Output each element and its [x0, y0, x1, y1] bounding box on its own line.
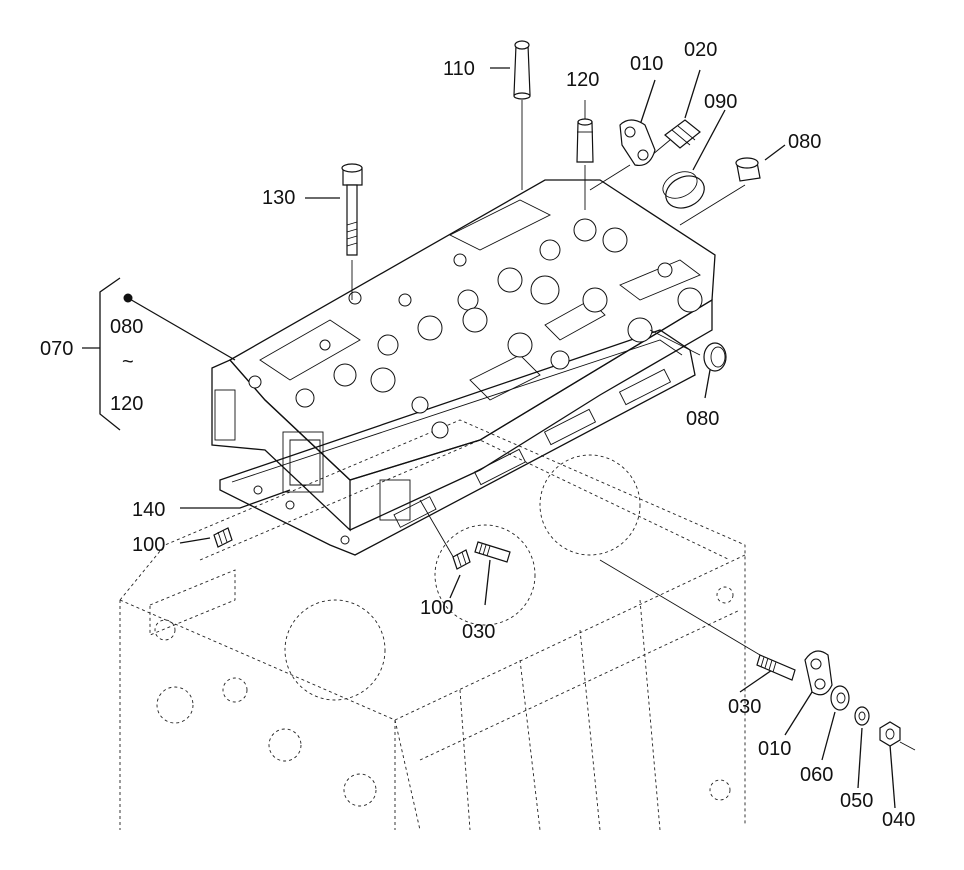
cylinder-block	[119, 419, 746, 831]
label-020: 020	[684, 39, 717, 61]
label-100-middle: 100	[420, 597, 453, 619]
label-060: 060	[800, 764, 833, 786]
label-130: 130	[262, 187, 295, 209]
part-130-bolt	[341, 163, 363, 256]
label-030-right: 030	[728, 696, 761, 718]
part-080-seal-right	[703, 342, 727, 372]
part-040-nut	[879, 721, 901, 747]
label-010-top: 010	[630, 53, 663, 75]
part-120-sleeve	[576, 118, 594, 163]
label-080-right: 080	[686, 408, 719, 430]
head-gasket	[219, 329, 696, 556]
part-020-fitting	[664, 119, 701, 149]
part-100-plug-left	[213, 527, 233, 548]
part-010-flange-bottom	[804, 650, 833, 696]
part-080-seal-top	[735, 157, 761, 182]
label-010-bottom: 010	[758, 738, 791, 760]
label-070: 070	[40, 338, 73, 360]
part-050-lock-washer	[854, 706, 870, 726]
part-030-stud-middle	[474, 541, 511, 563]
label-050: 050	[840, 790, 873, 812]
part-030-stud-right	[756, 654, 796, 681]
label-030-middle: 030	[462, 621, 495, 643]
label-040: 040	[882, 809, 915, 831]
cylinder-head	[211, 179, 716, 532]
label-080-range-start: 080	[110, 316, 143, 338]
bullet-marker	[123, 293, 133, 303]
label-140: 140	[132, 499, 165, 521]
label-range-tilde: ~	[122, 351, 134, 373]
part-090-plug	[662, 171, 705, 209]
label-100-left: 100	[132, 534, 165, 556]
label-110: 110	[443, 58, 475, 80]
label-120-top: 120	[566, 69, 599, 91]
part-060-washer	[830, 685, 850, 711]
part-100-plug-middle	[452, 549, 471, 570]
label-080-top: 080	[788, 131, 821, 153]
label-090: 090	[704, 91, 737, 113]
part-010-flange	[619, 119, 656, 167]
callout-labels: 110 120 010 020 090 080 130 070 080 ~ 12…	[40, 39, 915, 831]
label-120-range-end: 120	[110, 393, 143, 415]
part-110-tube	[513, 40, 531, 100]
leader-lines	[82, 67, 916, 809]
